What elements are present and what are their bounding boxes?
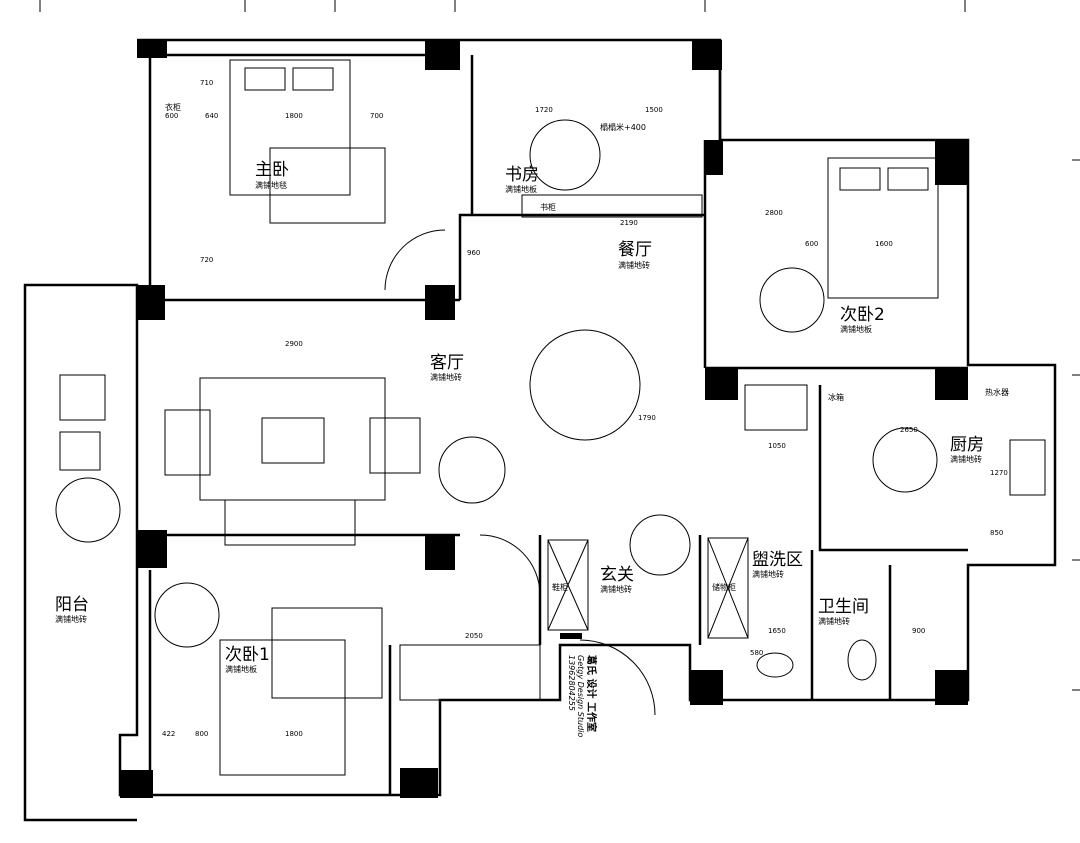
- label-storage: 储物柜: [712, 582, 736, 592]
- room-note: 满铺地板: [840, 324, 872, 334]
- furniture: [55, 59, 1046, 776]
- dimension: 1720: [535, 106, 553, 114]
- studio-english: Getgy Design Studio: [576, 655, 585, 737]
- dimension: 2900: [285, 340, 303, 348]
- dimension: 2650: [900, 426, 918, 434]
- room-study: 书房: [505, 165, 539, 185]
- dimension: 422: [162, 730, 175, 738]
- dimension: 1800: [285, 730, 303, 738]
- dimension: 960: [467, 249, 480, 257]
- room-note: 满铺地板: [225, 664, 257, 674]
- room-note: 满铺地板: [505, 184, 537, 194]
- dimension: 1270: [990, 469, 1008, 477]
- room-labels: 主卧 满铺地毯 书房 满铺地板 餐厅 满铺地砖 次卧2 满铺地板 客厅 满铺地砖…: [55, 102, 1009, 674]
- dimension: 1500: [645, 106, 663, 114]
- label-tatami: 榻榻米+400: [600, 122, 646, 132]
- dimension: 800: [195, 730, 208, 738]
- dimension: 2050: [465, 632, 483, 640]
- room-note: 满铺地砖: [55, 614, 87, 624]
- dimension: 1050: [768, 442, 786, 450]
- label-bookshelf: 书柜: [540, 202, 556, 212]
- room-master-bedroom: 主卧: [255, 160, 289, 180]
- label-water-heater: 热水器: [985, 387, 1009, 397]
- room-bathroom: 卫生间: [818, 597, 869, 617]
- dimension: 640: [205, 112, 218, 120]
- dimension: 720: [200, 256, 213, 264]
- room-bedroom1: 次卧1: [225, 645, 270, 665]
- dimension: 850: [990, 529, 1003, 537]
- label-shoe-cabinet: 鞋柜: [552, 582, 568, 592]
- dimension: 1800: [285, 112, 303, 120]
- room-bedroom2: 次卧2: [840, 305, 885, 325]
- dimension: 1600: [875, 240, 893, 248]
- room-note: 满铺地毯: [255, 180, 287, 190]
- room-living: 客厅: [430, 353, 464, 373]
- room-note: 满铺地砖: [618, 260, 650, 270]
- walls: [23, 38, 1057, 822]
- room-dining: 餐厅: [618, 240, 652, 260]
- room-note: 满铺地砖: [752, 569, 784, 579]
- room-note: 满铺地砖: [818, 616, 850, 626]
- dimension: 600: [805, 240, 818, 248]
- dimension: 900: [912, 627, 925, 635]
- room-entry: 玄关: [600, 565, 634, 585]
- room-balcony: 阳台: [55, 595, 89, 615]
- dimension: 700: [370, 112, 383, 120]
- dimension: 1790: [638, 414, 656, 422]
- dimension-labels: 600 640 1800 700 710 720 1720 1500 2190 …: [162, 79, 1008, 738]
- grid-ticks: [39, 0, 1080, 691]
- room-note: 满铺地砖: [430, 372, 462, 382]
- dimension: 580: [750, 649, 763, 657]
- studio-stamp: 葛氏 设计 工作室 Getgy Design Studio 1396280425…: [567, 654, 598, 737]
- studio-name: 葛氏 设计 工作室: [585, 654, 598, 732]
- dimension: 600: [165, 112, 178, 120]
- dimension: 710: [200, 79, 213, 87]
- dimension: 1650: [768, 627, 786, 635]
- room-kitchen: 厨房: [950, 435, 984, 455]
- room-note: 满铺地砖: [600, 584, 632, 594]
- dimension: 2190: [620, 219, 638, 227]
- dimension: 2800: [765, 209, 783, 217]
- room-washroom: 盥洗区: [752, 550, 803, 570]
- room-note: 满铺地砖: [950, 454, 982, 464]
- label-fridge: 冰箱: [828, 392, 844, 402]
- studio-phone: 13962804255: [567, 655, 576, 711]
- label-wardrobe: 衣柜: [165, 102, 181, 112]
